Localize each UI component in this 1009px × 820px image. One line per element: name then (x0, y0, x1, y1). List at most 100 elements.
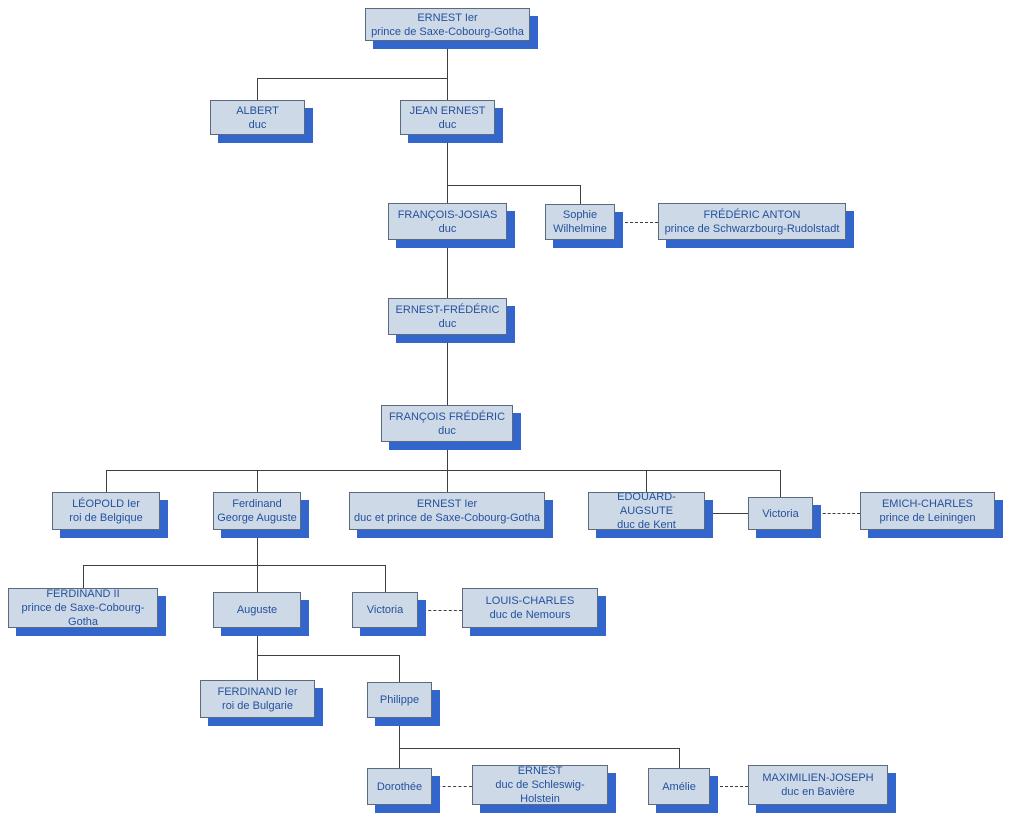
connector-drop-sophie (580, 185, 581, 204)
connector-gen7-sibling-bar (83, 565, 385, 566)
person-name: FERDINAND Ier (217, 686, 298, 698)
person-name: FERDINAND II (46, 588, 120, 600)
person-title: Wilhelmine (553, 223, 607, 235)
union-dorothee-ernest-schleswig (432, 786, 472, 787)
node-emich-charles[interactable]: EMICH-CHARLES prince de Leiningen (860, 492, 995, 530)
connector-branch-sophie (447, 185, 580, 186)
person-title: prince de Saxe-Cobourg-Gotha (21, 602, 145, 628)
person-name: ERNEST Ier (417, 11, 478, 24)
person-name: EDOUARD-AUGSUTE (617, 491, 676, 517)
person-title: prince de Leiningen (879, 512, 976, 524)
node-sophie-wilhelmine[interactable]: Sophie Wilhelmine (545, 204, 615, 240)
person-name: FRANÇOIS FRÉDÉRIC (388, 410, 506, 423)
person-name: Sophie (562, 209, 598, 221)
node-louis-charles[interactable]: LOUIS-CHARLES duc de Nemours (462, 588, 598, 628)
node-philippe[interactable]: Philippe (367, 682, 432, 718)
person-name: Auguste (236, 604, 278, 616)
node-ferdinand-ii[interactable]: FERDINAND II prince de Saxe-Cobourg-Goth… (8, 588, 158, 628)
person-title: duc en Bavière (781, 786, 855, 798)
connector-drop-victoria-kent (780, 470, 781, 497)
union-sophie-frederic-anton (615, 222, 658, 223)
connector-auguste-down (257, 628, 258, 655)
person-title: duc (438, 424, 456, 437)
node-victoria-nemours[interactable]: Victoria (352, 592, 418, 628)
person-name: Victoria (762, 507, 799, 520)
person-title: duc et prince de Saxe-Cobourg-Gotha (354, 512, 540, 524)
union-victoria-emich-charles (813, 513, 860, 514)
union-victoria-louis-charles (418, 610, 462, 611)
connector-drop-albert (257, 78, 258, 100)
connector-drop-ferdinand-ga (257, 470, 258, 492)
person-name: ALBERT (236, 104, 279, 117)
connector-drop-leopold (106, 470, 107, 492)
node-ernest-frederic[interactable]: ERNEST-FRÉDÉRIC duc (388, 298, 507, 335)
connector-gen8-sibling-bar (257, 655, 399, 656)
person-title: duc de Kent (617, 519, 676, 531)
connector-drop-edouard (646, 470, 647, 492)
node-ernest-1er-duc[interactable]: ERNEST Ier duc et prince de Saxe-Cobourg… (349, 492, 545, 530)
person-title: roi de Bulgarie (222, 700, 293, 712)
person-title: duc (438, 222, 457, 235)
connector-drop-victoria-nemours (385, 565, 386, 592)
connector-ferdinand-ga-down (257, 530, 258, 565)
connector-drop-dorothee (399, 748, 400, 768)
person-name: Amélie (662, 780, 696, 793)
connector-ernest1er-down (447, 40, 448, 78)
node-francois-frederic[interactable]: FRANÇOIS FRÉDÉRIC duc (381, 405, 513, 442)
person-title: duc (438, 118, 457, 131)
connector-drop-jean-ernest (447, 78, 448, 100)
person-name: ERNEST Ier (416, 498, 478, 510)
person-name: Victoria (366, 604, 404, 616)
person-name: LOUIS-CHARLES (485, 595, 575, 607)
person-title: prince de Schwarzbourg-Rudolstadt (664, 222, 840, 235)
person-title: roi de Belgique (69, 512, 143, 524)
person-name: Philippe (379, 694, 420, 706)
node-ferdinand-1er[interactable]: FERDINAND Ier roi de Bulgarie (200, 680, 315, 718)
connector-drop-philippe (399, 655, 400, 682)
node-auguste[interactable]: Auguste (213, 592, 301, 628)
person-name: LÉOPOLD Ier (72, 498, 140, 510)
node-maximilien-joseph[interactable]: MAXIMILIEN-JOSEPH duc en Bavière (748, 765, 888, 805)
person-name: ERNEST-FRÉDÉRIC (395, 303, 500, 316)
node-amelie[interactable]: Amélie (648, 768, 710, 805)
connector-ernest-frederic-down (447, 335, 448, 405)
node-ferdinand-george-auguste[interactable]: Ferdinand George Auguste (213, 492, 301, 530)
connector-josias-down (447, 240, 448, 298)
person-title: duc (248, 118, 267, 131)
node-victoria-kent[interactable]: Victoria (748, 497, 813, 530)
person-name: FRÉDÉRIC ANTON (703, 208, 801, 221)
connector-gen2-sibling-bar (257, 78, 448, 79)
person-name: MAXIMILIEN-JOSEPH (762, 772, 874, 784)
node-frederic-anton[interactable]: FRÉDÉRIC ANTON prince de Schwarzbourg-Ru… (658, 203, 846, 240)
node-edouard-auguste[interactable]: EDOUARD-AUGSUTE duc de Kent (588, 491, 705, 531)
union-amelie-maximilien-joseph (710, 786, 748, 787)
connector-francois-frederic-down (447, 442, 448, 470)
person-name: Dorothée (376, 780, 423, 793)
person-title: duc de Schleswig-Holstein (495, 779, 585, 805)
connector-drop-ernest-duc (447, 470, 448, 492)
person-title: duc (438, 317, 457, 330)
connector-drop-ferdinand-1er (257, 655, 258, 680)
connector-gen6-sibling-bar (106, 470, 780, 471)
node-ernest-1er[interactable]: ERNEST Ier prince de Saxe-Cobourg-Gotha (365, 8, 530, 41)
person-name: ERNEST (517, 765, 563, 777)
node-ernest-schleswig[interactable]: ERNEST duc de Schleswig-Holstein (472, 765, 608, 805)
person-title: prince de Saxe-Cobourg-Gotha (371, 25, 524, 38)
connector-drop-amelie (679, 748, 680, 768)
node-albert[interactable]: ALBERT duc (210, 100, 305, 135)
node-jean-ernest[interactable]: JEAN ERNEST duc (400, 100, 495, 135)
connector-philippe-down (399, 718, 400, 748)
node-dorothee[interactable]: Dorothée (367, 768, 432, 805)
connector-drop-auguste (257, 565, 258, 592)
node-leopold-1er[interactable]: LÉOPOLD Ier roi de Belgique (52, 492, 160, 530)
connector-jean-ernest-down (447, 135, 448, 203)
person-title: George Auguste (217, 512, 297, 524)
connector-drop-ferdinand-ii (83, 565, 84, 588)
node-francois-josias[interactable]: FRANÇOIS-JOSIAS duc (388, 203, 507, 240)
person-title: duc de Nemours (489, 609, 571, 621)
person-name: EMICH-CHARLES (881, 498, 974, 510)
person-name: FRANÇOIS-JOSIAS (397, 208, 498, 221)
union-edouard-victoria (705, 513, 748, 514)
person-name: Ferdinand (232, 498, 282, 510)
